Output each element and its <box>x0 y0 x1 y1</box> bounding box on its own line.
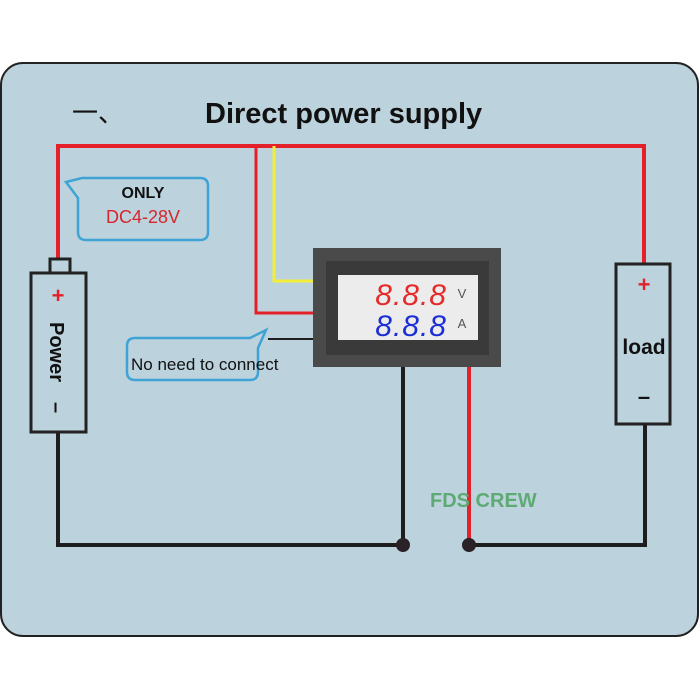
meter-yellow-lead <box>272 146 316 283</box>
connect-note-text: No need to connect <box>131 355 279 374</box>
negative-load-wire <box>469 424 647 547</box>
voltage-note-line1: ONLY <box>122 185 165 202</box>
watermark: FDS CREW <box>430 490 537 512</box>
positive-main-wire <box>56 144 646 264</box>
section-number: 一、 <box>72 98 124 128</box>
diagram-title: Direct power supply <box>205 98 482 130</box>
voltmeter-ammeter: 8.8.8 V 8.8.8 A <box>313 248 501 367</box>
load-minus-sign: – <box>638 384 650 409</box>
power-minus-sign: – <box>45 402 67 413</box>
load-label: load <box>622 336 665 359</box>
meter-red-lead <box>254 146 316 315</box>
power-label: Power <box>45 322 67 382</box>
voltage-note-line2: DC4-28V <box>106 207 180 227</box>
wires <box>56 144 647 552</box>
voltage-reading: 8.8.8 <box>375 279 447 312</box>
power-source: + Power – <box>29 257 88 434</box>
load: + load – <box>614 262 672 426</box>
negative-power-wire <box>56 367 405 547</box>
voltage-unit: V <box>458 286 467 301</box>
current-reading: 8.8.8 <box>375 310 447 343</box>
junction-dot <box>396 538 410 552</box>
junction-dot <box>462 538 476 552</box>
connect-note-bubble: No need to connect <box>125 327 279 382</box>
current-unit: A <box>458 316 467 331</box>
load-plus-sign: + <box>638 272 651 297</box>
power-plus-sign: + <box>52 283 65 308</box>
voltage-note-bubble: ONLY DC4-28V <box>63 176 210 242</box>
